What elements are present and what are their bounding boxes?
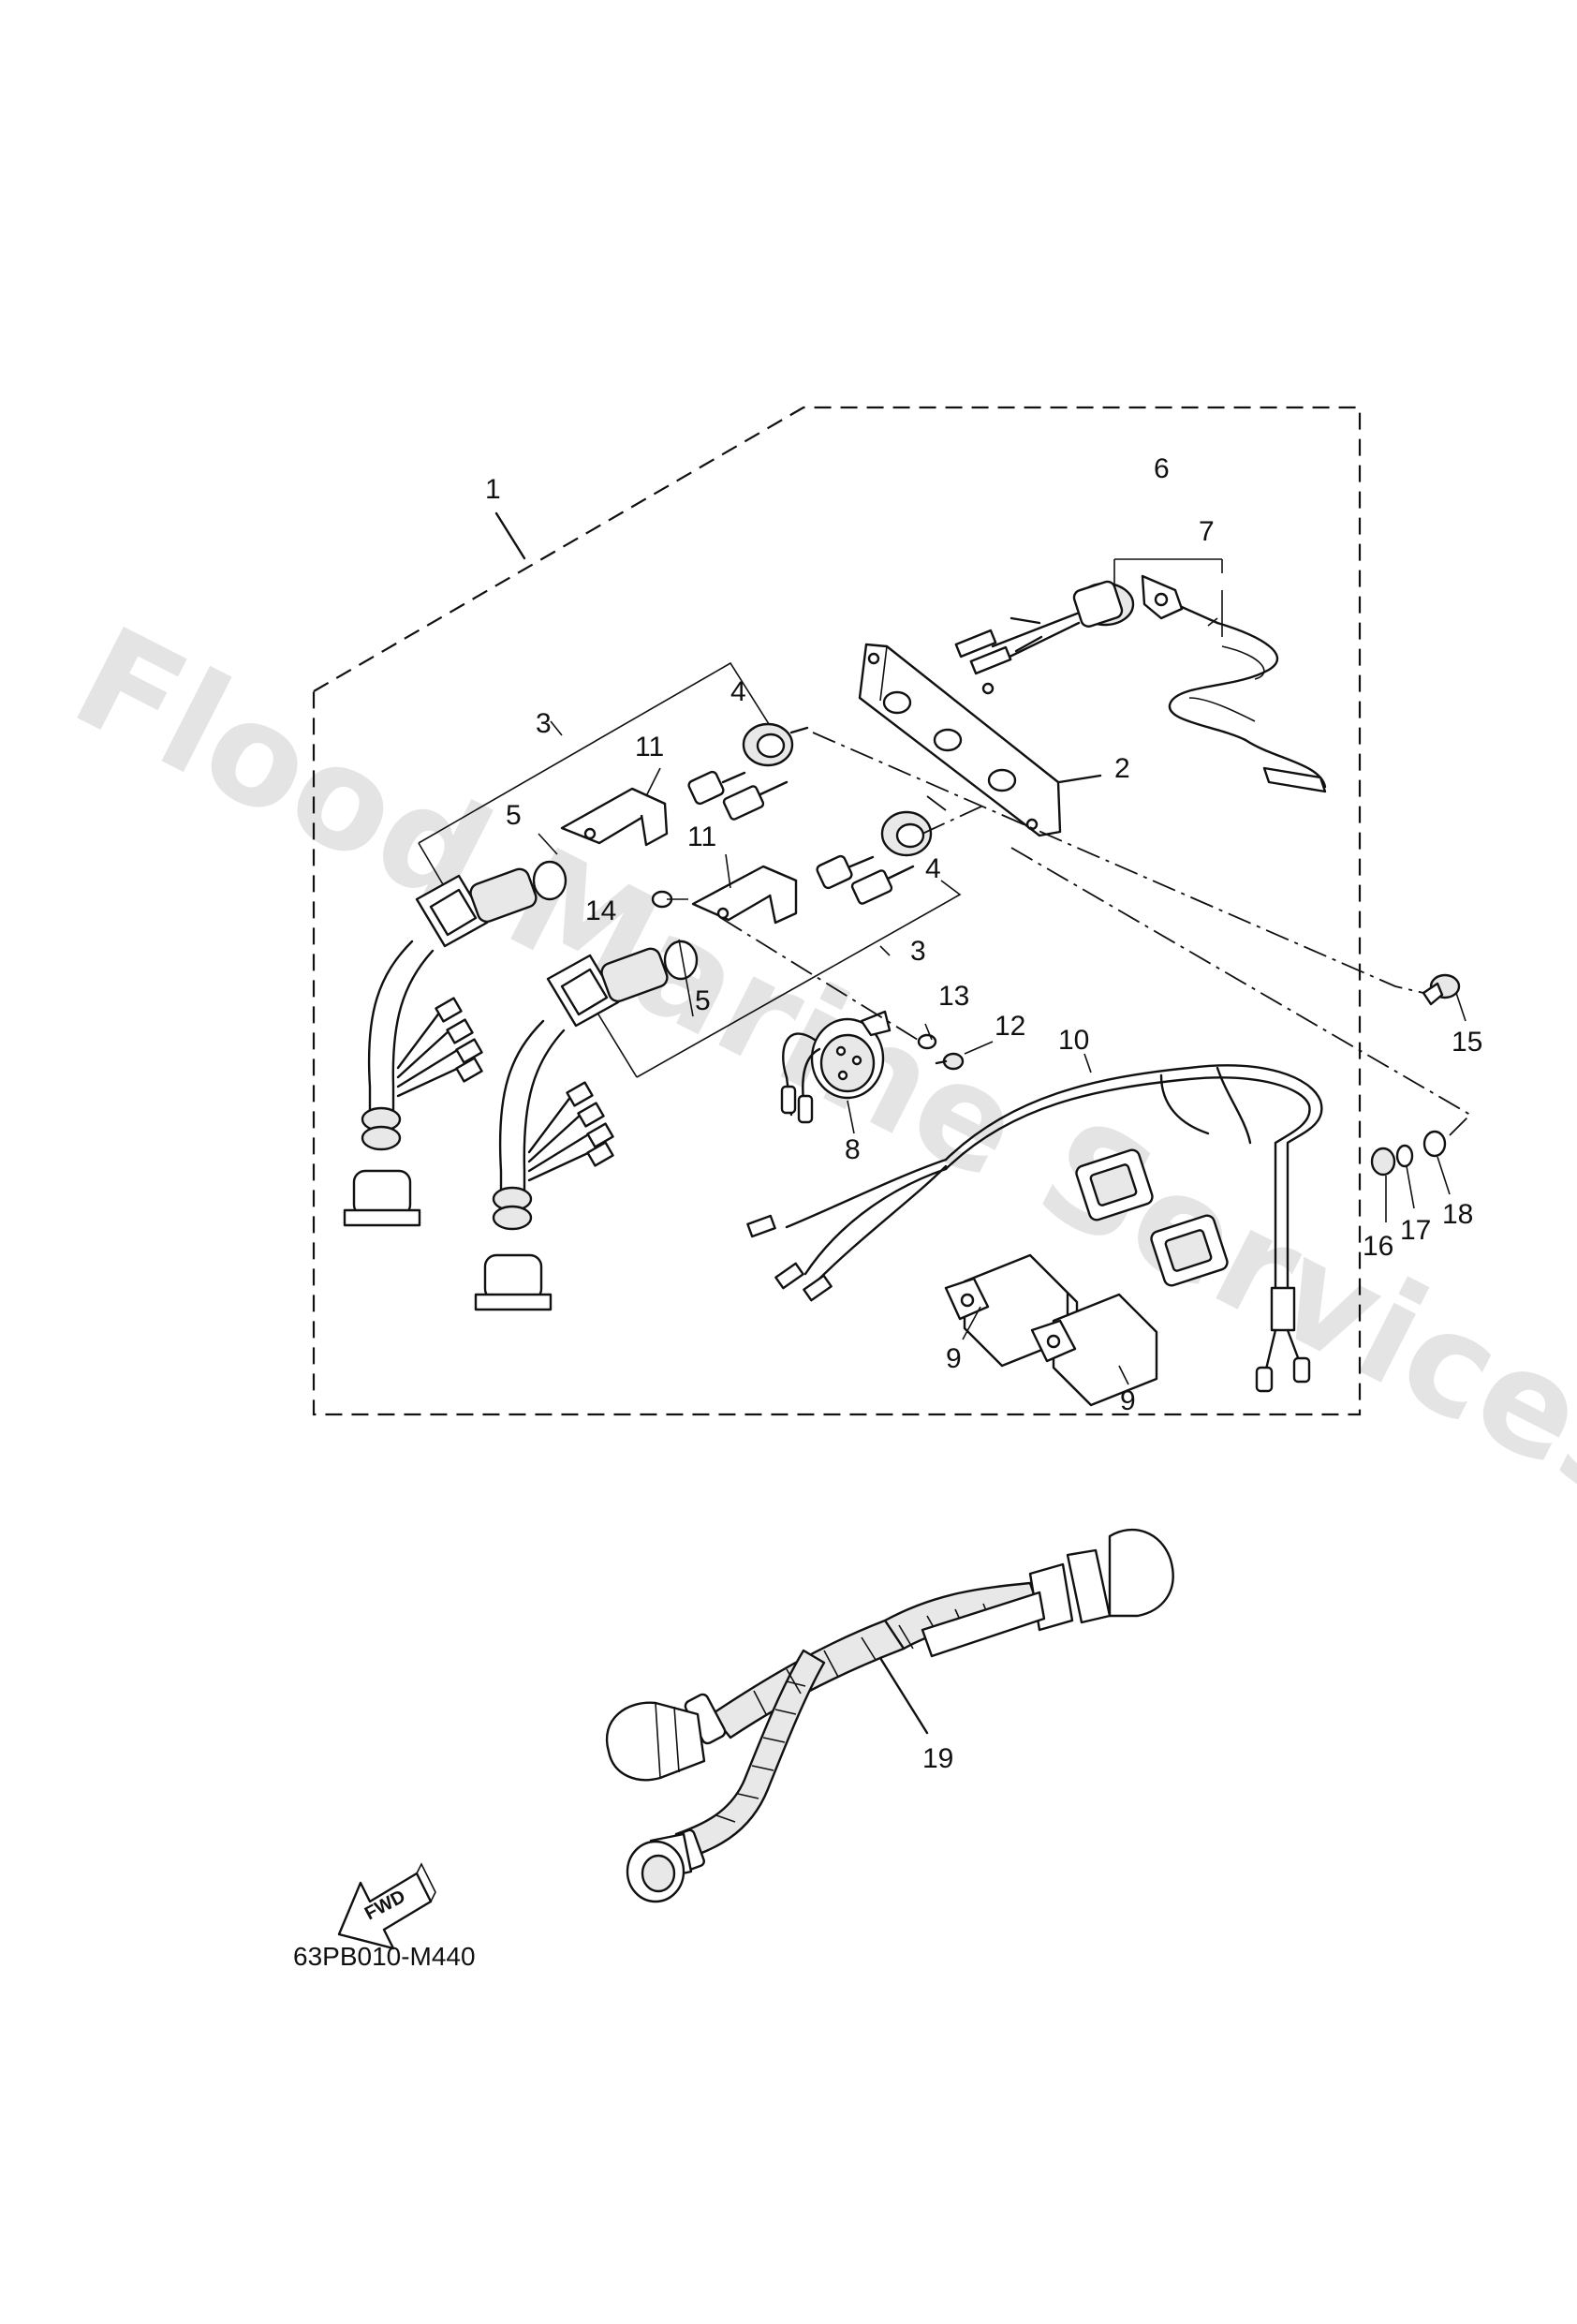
switch-cap-lower (880, 810, 933, 857)
callout-11-upper: 11 (635, 732, 664, 762)
callout-labels: 1 2 3 3 4 4 5 5 6 7 8 9 9 10 11 11 12 13… (485, 453, 1482, 1774)
callout-17: 17 (1400, 1215, 1431, 1246)
callout-5-upper: 5 (506, 800, 522, 831)
extension-harness (606, 1528, 1174, 1903)
panel-plate (858, 643, 1102, 837)
lock-washer-17 (1395, 1144, 1414, 1168)
bracket-6 (1113, 558, 1223, 585)
callout-8: 8 (845, 1134, 861, 1165)
callout-12: 12 (995, 1011, 1025, 1042)
fwd-arrow-icon (337, 1862, 436, 1950)
callout-leaders (538, 590, 1466, 1385)
callout-11-lower: 11 (687, 822, 716, 852)
callout-9-left: 9 (946, 1343, 962, 1374)
assembly-line-washers (1010, 847, 1472, 1139)
switch-cap-upper (742, 722, 809, 767)
connector-a (1075, 1148, 1154, 1221)
stop-switch (954, 580, 1135, 675)
callout-10: 10 (1058, 1025, 1089, 1056)
main-switch-upper (343, 867, 538, 1227)
connector-b (1150, 1214, 1229, 1287)
callout-6: 6 (1154, 453, 1170, 484)
callout-15: 15 (1452, 1027, 1482, 1058)
callout-3-upper: 3 (536, 708, 552, 739)
assembly-line-buzzer (720, 917, 919, 1041)
main-switch-lower (474, 947, 669, 1311)
callout-9-right: 9 (1120, 1385, 1136, 1416)
callout-1: 1 (485, 474, 501, 505)
seal-lower (663, 940, 699, 981)
key-bracket-upper (560, 787, 669, 847)
leader-1 (494, 511, 526, 560)
seal-upper (532, 860, 567, 901)
key-bracket-lower (691, 865, 798, 925)
keys-lower (816, 854, 915, 905)
assembly-line-bolt (812, 732, 1424, 994)
callout-16: 16 (1363, 1231, 1393, 1262)
callout-4-upper: 4 (730, 676, 746, 707)
washer-13 (917, 1033, 937, 1050)
wiring-harness (746, 1064, 1323, 1393)
buzzer (780, 1010, 892, 1124)
lanyard (1141, 574, 1327, 793)
callout-2: 2 (1114, 753, 1130, 784)
assembly-line-panel (921, 795, 984, 835)
callout-4-lower: 4 (925, 853, 941, 884)
nut-16 (1370, 1147, 1396, 1177)
relay-right (1030, 1293, 1158, 1407)
washer-18 (1422, 1130, 1447, 1158)
callout-3-lower: 3 (910, 936, 926, 967)
callout-13: 13 (938, 981, 969, 1012)
callout-5-lower: 5 (695, 985, 711, 1016)
callout-7: 7 (1199, 516, 1215, 547)
bolt-15 (1422, 973, 1461, 1006)
callout-18: 18 (1442, 1199, 1473, 1230)
callout-19: 19 (922, 1743, 953, 1774)
keys-upper (687, 770, 788, 821)
drawing-code: 63PB010-M440 (293, 1942, 476, 1971)
callout-14: 14 (585, 896, 616, 926)
screw-12 (935, 1052, 965, 1071)
